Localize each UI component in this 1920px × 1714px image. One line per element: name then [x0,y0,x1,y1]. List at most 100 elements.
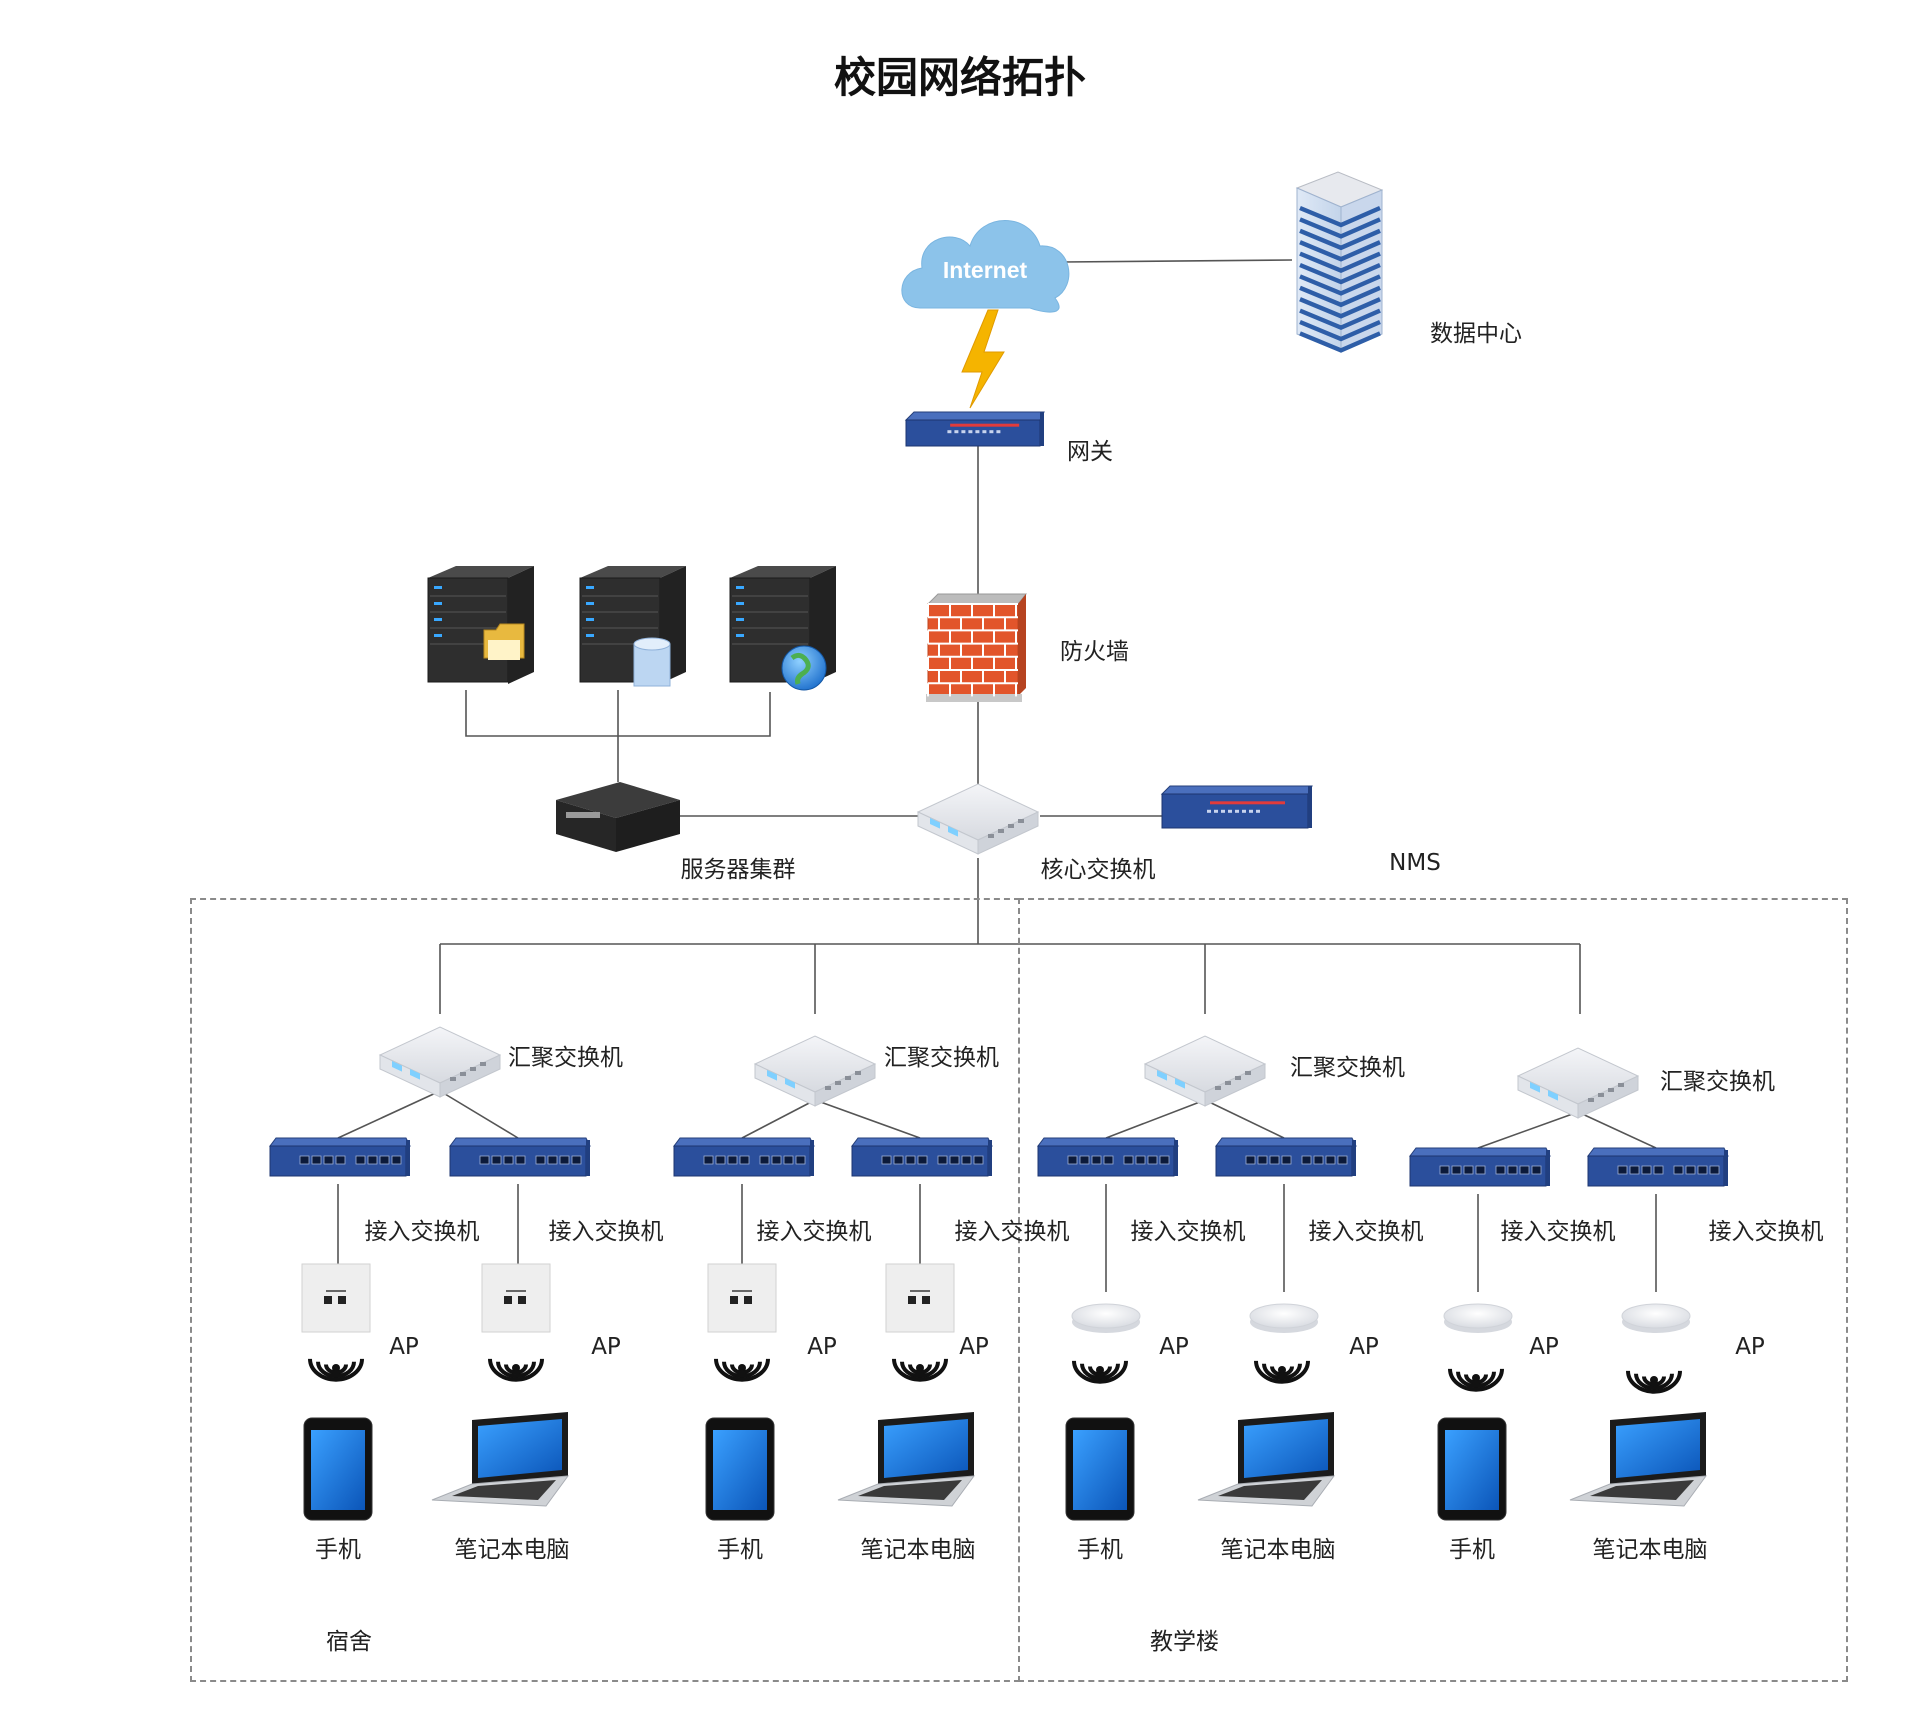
access-switch-icon[interactable] [1215,1137,1357,1177]
device-label: 笔记本电脑 [454,1537,570,1563]
server-led [586,602,594,605]
access-switch-label: 接入交换机 [1708,1219,1824,1245]
server-led [434,618,442,621]
access-switch-icon[interactable] [1587,1147,1729,1187]
aggregation-switch-label: 汇聚交换机 [884,1045,999,1071]
aggregation-switch-icon[interactable] [1516,1047,1640,1119]
line-agg-access [814,1099,921,1139]
acc-port [905,1155,916,1165]
switch-port [1008,824,1014,828]
switch-led [1530,1082,1540,1093]
globe-icon [781,645,827,691]
wall-panel-ap-icon[interactable] [707,1263,777,1333]
acc-side [988,1140,992,1176]
ap-panel [301,1263,371,1333]
acc-port [535,1155,546,1165]
laptop-icon[interactable] [1197,1412,1336,1507]
wifi-arc [1270,1366,1294,1377]
ceiling-ap-icon[interactable] [1249,1303,1319,1333]
rack-port-led [975,430,980,434]
nms-device-icon[interactable] [1160,785,1313,829]
gateway-router-icon[interactable] [904,411,1045,447]
wall-panel-ap-icon[interactable] [885,1263,955,1333]
rack-port-led [1242,809,1246,813]
dc-window-band [1299,217,1381,239]
ap-text [910,1290,930,1292]
acc-port [1257,1155,1268,1165]
server-top [580,566,686,578]
access-switch-label: 接入交换机 [756,1219,872,1245]
phone-icon[interactable] [1437,1417,1507,1521]
server-top [730,566,836,578]
acc-port [1325,1155,1336,1165]
phone-icon[interactable] [1065,1417,1135,1521]
wifi-icon [1072,1360,1128,1384]
ap-label: AP [1529,1334,1559,1360]
rack-port-led [1207,809,1211,813]
teaching-zone-label: 教学楼 [1150,1629,1219,1655]
cluster-right [616,800,680,852]
internet-cloud-icon[interactable]: Internet [901,220,1070,313]
teaching-zone [1018,898,1848,1682]
access-switch-label: 接入交换机 [1500,1219,1616,1245]
line-agg-access [337,1090,441,1139]
access-switch-icon[interactable] [449,1137,591,1177]
core-switch-icon[interactable] [916,783,1040,855]
laptop-icon[interactable] [837,1412,976,1507]
ap-port [922,1296,930,1304]
acc-port [1475,1165,1486,1175]
rack-port-led [996,430,1001,434]
data-center-building-icon[interactable] [1295,171,1384,353]
acc-port [1123,1155,1134,1165]
access-switch-icon[interactable] [851,1137,993,1177]
wifi-icon [488,1358,544,1382]
server-led [736,618,744,621]
switch-port [1235,1076,1241,1080]
access-switch-icon[interactable] [269,1137,411,1177]
server-led [736,602,744,605]
ceiling-ap-icon[interactable] [1071,1303,1141,1333]
acc-port [1463,1165,1474,1175]
acc-port [547,1155,558,1165]
wifi-arc [504,1364,528,1375]
firewall-icon[interactable] [926,593,1028,702]
acc-port [1103,1155,1114,1165]
phone-icon[interactable] [705,1417,775,1521]
aggregation-switch-icon[interactable] [378,1026,502,1098]
access-switch-icon[interactable] [1037,1137,1179,1177]
data-center-label: 数据中心 [1430,321,1522,347]
wifi-arc [1088,1366,1112,1377]
ap-port [730,1296,738,1304]
acc-port [795,1155,806,1165]
acc-port [1067,1155,1078,1165]
access-switch-icon[interactable] [673,1137,815,1177]
phone-icon[interactable] [303,1417,373,1521]
server-tower-icon [729,566,836,691]
server-led [434,602,442,605]
wall-panel-ap-icon[interactable] [481,1263,551,1333]
aggregation-switch-icon[interactable] [1143,1035,1267,1107]
rack-led-strip [950,423,1020,427]
aggregation-switch-icon[interactable] [753,1035,877,1107]
wifi-arc [1464,1374,1488,1385]
dc-window-band [1299,262,1381,285]
database-top [633,637,671,651]
wall-panel-ap-icon[interactable] [301,1263,371,1333]
switch-port [1598,1093,1604,1097]
server-cluster-icon[interactable] [556,782,680,852]
access-switch-label: 接入交换机 [548,1219,664,1245]
acc-port [1245,1155,1256,1165]
cluster-slot [566,812,600,818]
device-label: 手机 [717,1537,763,1563]
ceiling-ap-icon[interactable] [1443,1303,1513,1333]
fw-wall [927,603,1019,697]
ceiling-ap-icon[interactable] [1621,1303,1691,1333]
wifi-arc [892,1358,948,1382]
laptop-icon[interactable] [431,1412,570,1507]
switch-port [1588,1098,1594,1102]
ap-disc [1071,1303,1141,1329]
access-switch-icon[interactable] [1409,1147,1551,1187]
acc-port [1281,1155,1292,1165]
laptop-icon[interactable] [1569,1412,1708,1507]
wifi-dot [916,1364,924,1372]
